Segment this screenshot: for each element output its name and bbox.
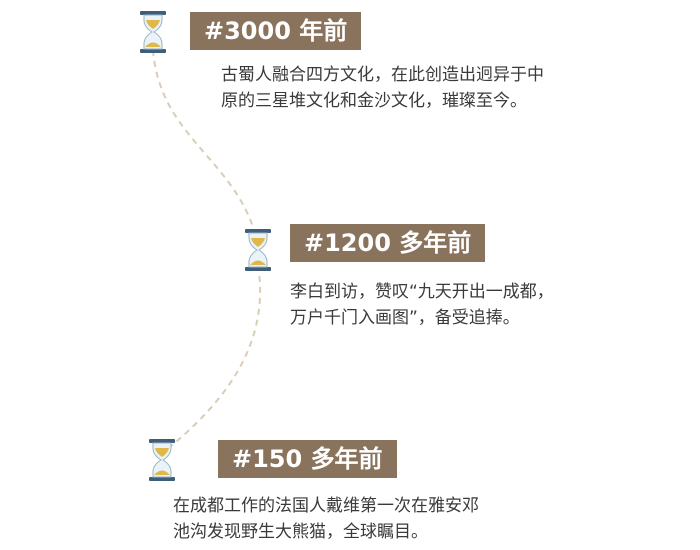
event-tag: #3000 年前: [190, 12, 362, 50]
event-tag: #150 多年前: [218, 440, 397, 478]
event-description-line: 李白到访，赞叹“九天开出一成都，: [290, 282, 554, 302]
event-tag: #1200 多年前: [290, 224, 486, 262]
event-description-line: 古蜀人融合四方文化，在此创造出迥异于中: [221, 65, 544, 85]
event-description: 李白到访，赞叹“九天开出一成都， 万户千门入画图”，备受追捧。: [290, 279, 554, 331]
hourglass-icon: [245, 229, 271, 271]
event-description-line: 在成都工作的法国人戴维第一次在雅安邓: [173, 496, 479, 516]
hourglass-icon: [140, 11, 166, 53]
event-description: 在成都工作的法国人戴维第一次在雅安邓 池沟发现野生大熊猫，全球瞩目。: [173, 493, 479, 545]
event-description-line: 万户千门入画图”，备受追捧。: [290, 308, 520, 328]
hourglass-icon: [149, 439, 175, 481]
event-description-line: 池沟发现野生大熊猫，全球瞩目。: [173, 522, 428, 542]
event-description-line: 原的三星堆文化和金沙文化，璀璨至今。: [221, 91, 527, 111]
event-description: 古蜀人融合四方文化，在此创造出迥异于中 原的三星堆文化和金沙文化，璀璨至今。: [221, 62, 544, 114]
